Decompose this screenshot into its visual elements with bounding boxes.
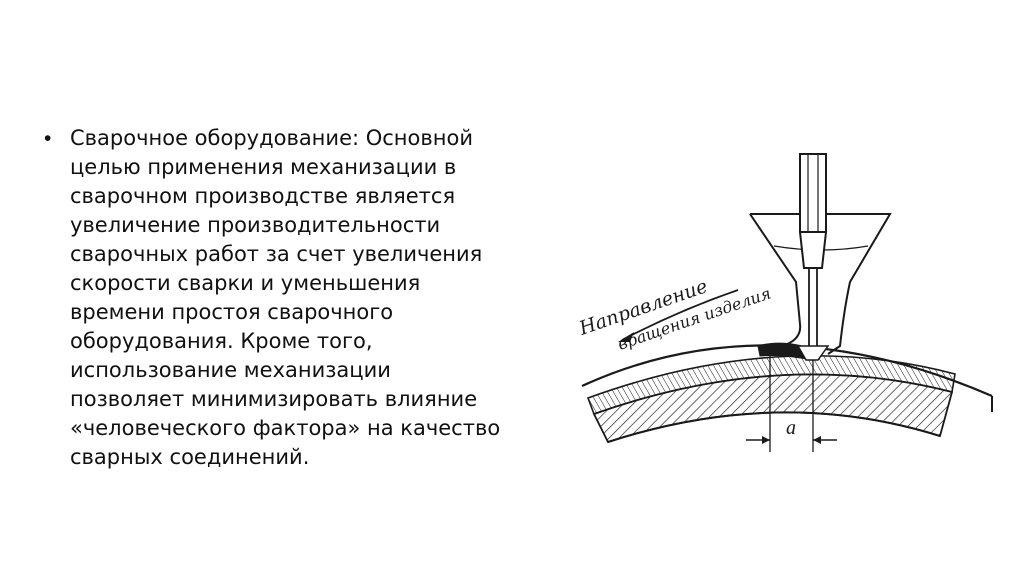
welding-arc-zone [796, 345, 830, 361]
flux-hopper-left-wall [749, 213, 802, 347]
workpiece-inner-arc [607, 411, 941, 443]
dimension-label: а [786, 417, 796, 439]
flux-hopper [750, 213, 892, 355]
bullet-marker: • [44, 127, 52, 150]
bullet-item: • Сварочное оборудование: Основной целью… [44, 124, 564, 472]
contact-tip [798, 231, 828, 269]
welding-diagram-svg: а Направление вращения изделия [576, 153, 993, 452]
electrode-holder [799, 153, 827, 233]
dimension-arrow-head-right [813, 436, 821, 444]
rotation-direction-arrow-head [618, 332, 634, 342]
dimension-arrow-head-left [762, 436, 770, 444]
welding-diagram: а Направление вращения изделия [560, 150, 1000, 460]
bullet-paragraph: Сварочное оборудование: Основной целью п… [70, 126, 501, 469]
rotation-direction-arrow [621, 289, 739, 341]
